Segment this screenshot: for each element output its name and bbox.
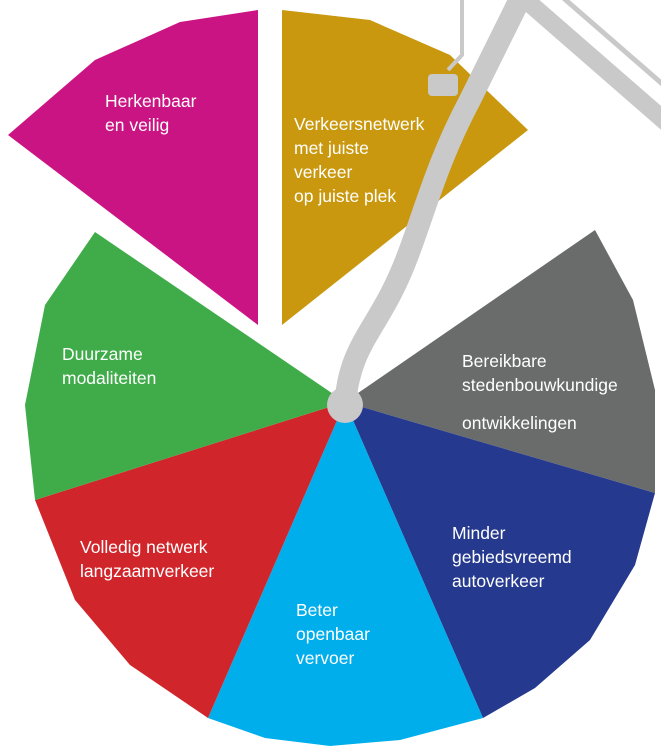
pointer-hub [327, 387, 363, 423]
label-openbaar-vervoer-line-3: vervoer [296, 648, 355, 668]
label-herkenbaar-line-2: en veilig [105, 115, 169, 135]
segment-labels: Herkenbaar en veilig Verkeersnetwerk met… [62, 91, 623, 668]
pointer-arm [334, 0, 532, 416]
label-verkeersnetwerk-line-2: met juiste [294, 138, 369, 158]
pointer-cable [446, 0, 464, 72]
label-openbaar-vervoer-line-2: openbaar [296, 624, 370, 644]
label-verkeersnetwerk-line-3: verkeer [294, 162, 353, 182]
label-duurzaam-line-1: Duurzame [62, 344, 143, 364]
label-bereikbaar-line-3: ontwikkelingen [462, 413, 577, 433]
label-bereikbaar: Bereikbare stedenbouwkundige ontwikkelin… [462, 351, 623, 433]
segment-minder-gebiedsvreemd-autoverkeer [345, 402, 655, 718]
label-langzaamverkeer-line-1: Volledig netwerk [80, 537, 208, 557]
label-gebiedsvreemd: Minder gebiedsvreemd autoverkeer [452, 523, 577, 591]
label-duurzaam: Duurzame modaliteiten [62, 344, 156, 388]
segment-duurzame-modaliteiten [25, 232, 345, 500]
label-langzaamverkeer: Volledig netwerk langzaamverkeer [80, 537, 214, 581]
label-gebiedsvreemd-line-3: autoverkeer [452, 571, 545, 591]
segment-herkenbaar-en-veilig [8, 10, 258, 325]
segment-bereikbare-ontwikkelingen [345, 230, 655, 493]
label-bereikbaar-line-1: Bereikbare [462, 351, 547, 371]
segment-beter-openbaar-vervoer [208, 402, 483, 746]
label-openbaar-vervoer-line-1: Beter [296, 600, 338, 620]
label-herkenbaar-line-1: Herkenbaar [105, 91, 197, 111]
pointer-clamp [428, 74, 458, 96]
label-gebiedsvreemd-line-2: gebiedsvreemd [452, 547, 572, 567]
segment-volledig-netwerk-langzaamverkeer [35, 402, 345, 718]
label-verkeersnetwerk: Verkeersnetwerk met juiste verkeer op ju… [294, 114, 429, 206]
pointer-crossbar [514, 0, 661, 130]
label-verkeersnetwerk-line-1: Verkeersnetwerk [294, 114, 425, 134]
label-verkeersnetwerk-line-4: op juiste plek [294, 186, 396, 206]
label-bereikbaar-line-2: stedenbouwkundige [462, 375, 618, 395]
label-langzaamverkeer-line-2: langzaamverkeer [80, 561, 214, 581]
pointer-crossbar-2 [561, 0, 661, 87]
label-herkenbaar: Herkenbaar en veilig [105, 91, 201, 135]
label-gebiedsvreemd-line-1: Minder [452, 523, 506, 543]
label-duurzaam-line-2: modaliteiten [62, 368, 156, 388]
pointer-handle [327, 0, 661, 423]
label-openbaar-vervoer: Beter openbaar vervoer [296, 600, 375, 668]
